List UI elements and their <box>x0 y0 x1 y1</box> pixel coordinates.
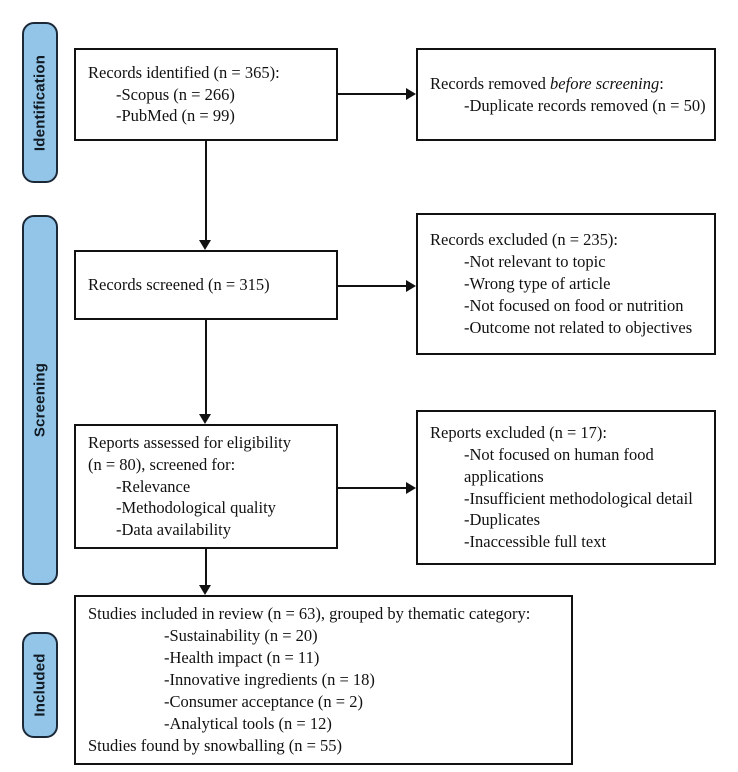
records-removed-heading: Records removed before screening: <box>418 73 714 95</box>
records-identified-line-0: Records identified (n = 365): <box>88 62 280 82</box>
reports-excluded-line-4: -Duplicates <box>464 510 541 530</box>
arrowhead-assessed-to-reports-excluded <box>406 482 416 494</box>
records-excluded-line-3: -Not focused on food or nutrition <box>464 295 684 315</box>
arrowhead-identified-to-removed <box>406 88 416 100</box>
arrowhead-screened-to-excluded <box>406 280 416 292</box>
reports-assessed-line-0: Reports assessed for eligibility <box>88 432 292 452</box>
records-removed-lead: Records removed <box>430 73 551 93</box>
stage-tab-included: Included <box>22 632 58 738</box>
records-excluded-line-2: -Wrong type of article <box>464 274 611 294</box>
connector-screened-to-assessed <box>205 320 207 414</box>
box-reports-excluded: Reports excluded (n = 17): -Not focused … <box>416 410 716 565</box>
records-removed-trail: : <box>659 73 664 93</box>
reports-excluded-line-5: -Inaccessible full text <box>464 532 607 552</box>
reports-assessed-line-2: -Relevance <box>116 476 191 496</box>
stage-tab-identification: Identification <box>22 22 58 183</box>
box-studies-included: Studies included in review (n = 63), gro… <box>74 595 573 765</box>
box-records-excluded: Records excluded (n = 235): -Not relevan… <box>416 213 716 355</box>
studies-included-line-4: -Consumer acceptance (n = 2) <box>164 691 363 711</box>
records-identified-line-2: -PubMed (n = 99) <box>116 106 235 126</box>
connector-identified-to-screened <box>205 141 207 240</box>
studies-included-line-2: -Health impact (n = 11) <box>164 648 320 668</box>
stage-tab-identification-label: Identification <box>31 54 49 151</box>
stage-tab-screening-label: Screening <box>31 362 49 438</box>
arrowhead-assessed-to-included <box>199 585 211 595</box>
arrowhead-screened-to-assessed <box>199 414 211 424</box>
stage-tab-included-label: Included <box>31 653 49 717</box>
studies-included-line-5: -Analytical tools (n = 12) <box>164 713 332 733</box>
studies-included-line-1: -Sustainability (n = 20) <box>164 626 318 646</box>
records-identified-line-1: -Scopus (n = 266) <box>116 84 235 104</box>
box-records-removed: Records removed before screening: -Dupli… <box>416 48 716 141</box>
reports-excluded-line-0: Reports excluded (n = 17): <box>430 422 608 442</box>
reports-excluded-line-2: applications <box>464 466 544 486</box>
reports-assessed-line-3: -Methodological quality <box>116 498 276 518</box>
box-records-screened: Records screened (n = 315) <box>74 250 338 320</box>
studies-included-line-6: Studies found by snowballing (n = 55) <box>88 735 343 755</box>
stage-tab-screening: Screening <box>22 215 58 585</box>
studies-included-line-0: Studies included in review (n = 63), gro… <box>88 604 531 624</box>
connector-identified-to-removed <box>338 93 406 95</box>
reports-assessed-line-4: -Data availability <box>116 520 231 540</box>
records-removed-emphasis: before screening <box>550 73 660 93</box>
connector-assessed-to-reports-excluded <box>338 487 406 489</box>
studies-included-line-3: -Innovative ingredients (n = 18) <box>164 670 375 690</box>
connector-assessed-to-included <box>205 549 207 585</box>
connector-screened-to-excluded <box>338 285 406 287</box>
records-excluded-line-1: -Not relevant to topic <box>464 252 606 272</box>
reports-excluded-line-1: -Not focused on human food <box>464 444 654 464</box>
reports-assessed-line-1: (n = 80), screened for: <box>88 454 236 474</box>
records-screened-line-0: Records screened (n = 315) <box>88 275 270 295</box>
box-reports-assessed: Reports assessed for eligibility (n = 80… <box>74 424 338 549</box>
arrowhead-identified-to-screened <box>199 240 211 250</box>
records-excluded-line-0: Records excluded (n = 235): <box>430 230 619 250</box>
records-removed-line-0: -Duplicate records removed (n = 50) <box>464 95 706 115</box>
box-records-identified: Records identified (n = 365): -Scopus (n… <box>74 48 338 141</box>
reports-excluded-line-3: -Insufficient methodological detail <box>464 488 693 508</box>
records-excluded-line-4: -Outcome not related to objectives <box>464 317 693 337</box>
